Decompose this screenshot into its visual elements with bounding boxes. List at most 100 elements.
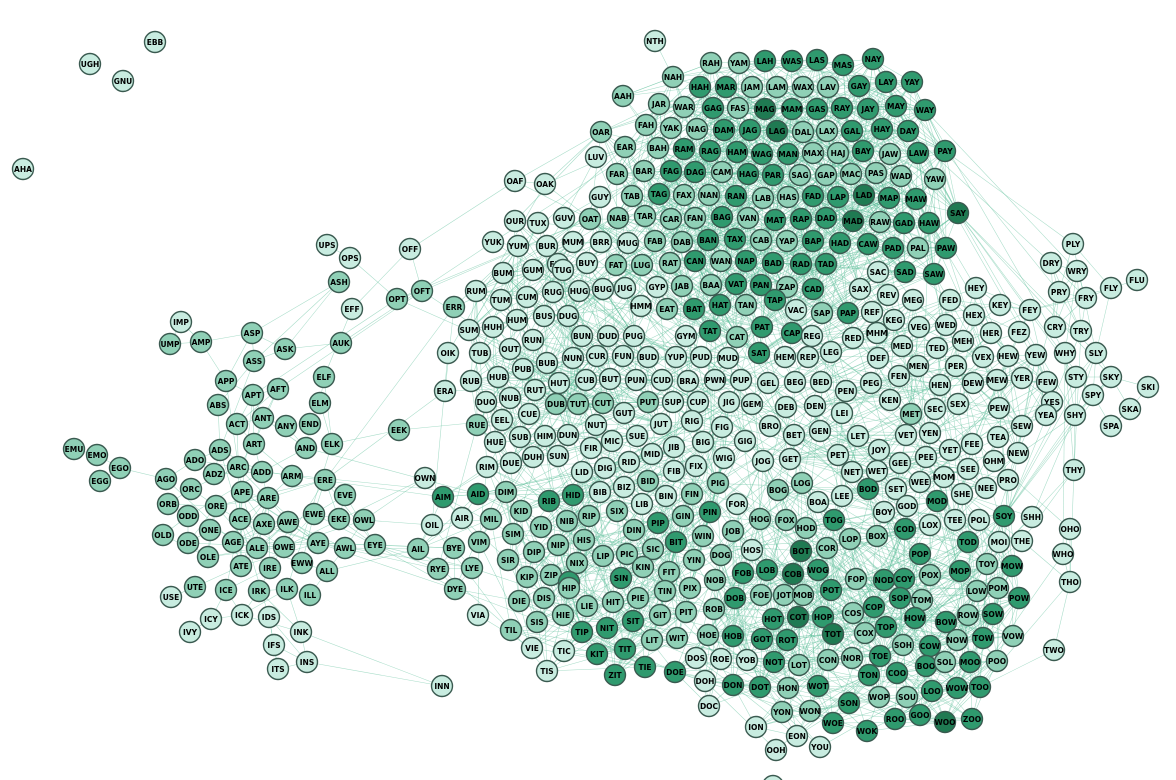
node-def[interactable]: DEF	[866, 346, 890, 370]
node-era[interactable]: ERA	[433, 379, 457, 403]
node-rue[interactable]: RUE	[465, 413, 489, 437]
node-ebb[interactable]: EBB	[143, 30, 167, 54]
node-ifs[interactable]: IFS	[262, 633, 286, 657]
node-reg[interactable]: REG	[800, 324, 824, 348]
node-sim[interactable]: SIM	[501, 522, 525, 546]
node-cut[interactable]: CUT	[591, 391, 615, 415]
node-hod[interactable]: HOD	[794, 516, 818, 540]
node-gem[interactable]: GEM	[740, 392, 764, 416]
node-lay[interactable]: LAY	[874, 70, 898, 94]
node-fin[interactable]: FIN	[680, 482, 704, 506]
node-opt[interactable]: OPT	[385, 287, 409, 311]
node-adz[interactable]: ADZ	[202, 462, 226, 486]
node-hat[interactable]: HAT	[708, 293, 732, 317]
node-duo[interactable]: DUO	[474, 390, 498, 414]
node-due[interactable]: DUE	[499, 451, 523, 475]
node-try[interactable]: TRY	[1069, 319, 1093, 343]
node-lip[interactable]: LIP	[591, 544, 615, 568]
node-off[interactable]: OFF	[398, 237, 422, 261]
node-win[interactable]: WIN	[691, 524, 715, 548]
node-ads[interactable]: ADS	[208, 438, 232, 462]
node-eel[interactable]: EEL	[490, 408, 514, 432]
node-ado[interactable]: ADO	[183, 448, 207, 472]
node-fez[interactable]: FEZ	[1007, 320, 1031, 344]
node-raw[interactable]: RAW	[868, 210, 892, 234]
node-eke[interactable]: EKE	[327, 507, 351, 531]
node-art[interactable]: ART	[242, 432, 266, 456]
node-pal[interactable]: PAL	[906, 236, 930, 260]
node-fig[interactable]: FIG	[710, 415, 734, 439]
node-odd[interactable]: ODD	[176, 504, 200, 528]
node-inn[interactable]: INN	[430, 674, 454, 698]
node-war[interactable]: WAR	[672, 95, 696, 119]
node-wax[interactable]: WAX	[791, 75, 815, 99]
node-dim[interactable]: DIM	[494, 480, 518, 504]
node-rev[interactable]: REV	[876, 283, 900, 307]
node-bub[interactable]: BUB	[535, 351, 559, 375]
node-yum[interactable]: YUM	[506, 234, 530, 258]
node-las[interactable]: LAS	[805, 48, 829, 72]
node-dig[interactable]: DIG	[593, 456, 617, 480]
node-orc[interactable]: ORC	[179, 477, 203, 501]
node-sub[interactable]: SUB	[508, 425, 532, 449]
node-tux[interactable]: TUX	[526, 211, 550, 235]
node-him[interactable]: HIM	[533, 424, 557, 448]
node-oil[interactable]: OIL	[420, 513, 444, 537]
node-dug[interactable]: DUG	[556, 304, 580, 328]
node-axe[interactable]: AXE	[252, 512, 276, 536]
node-ale[interactable]: ALE	[245, 536, 269, 560]
node-mat[interactable]: MAT	[763, 208, 787, 232]
node-put[interactable]: PUT	[636, 390, 660, 414]
node-eff[interactable]: EFF	[340, 297, 364, 321]
node-dag[interactable]: DAG	[683, 160, 707, 184]
node-orb[interactable]: ORB	[156, 492, 180, 516]
node-yuk[interactable]: YUK	[481, 230, 505, 254]
node-rim[interactable]: RIM	[475, 455, 499, 479]
node-boa[interactable]: BOA	[806, 490, 830, 514]
node-nay[interactable]: NAY	[861, 47, 885, 71]
node-ref[interactable]: REF	[860, 300, 884, 324]
node-mas[interactable]: MAS	[831, 53, 855, 77]
node-way[interactable]: WAY	[913, 98, 937, 122]
node-bay[interactable]: BAY	[851, 139, 875, 163]
node-rag[interactable]: RAG	[698, 139, 722, 163]
node-she[interactable]: SHE	[950, 482, 974, 506]
node-per[interactable]: PER	[944, 354, 968, 378]
node-sup[interactable]: SUP	[661, 390, 685, 414]
node-bye[interactable]: BYE	[442, 536, 466, 560]
node-ivy[interactable]: IVY	[178, 620, 202, 644]
node-tar[interactable]: TAR	[633, 204, 657, 228]
node-med[interactable]: MED	[890, 334, 914, 358]
node-dun[interactable]: DUN	[556, 423, 580, 447]
node-wed[interactable]: WED	[934, 313, 958, 337]
node-eww[interactable]: EWW	[290, 551, 314, 575]
node-lam[interactable]: LAM	[765, 75, 789, 99]
node-fry[interactable]: FRY	[1074, 286, 1098, 310]
node-tat[interactable]: TAT	[698, 319, 722, 343]
node-guv[interactable]: GUV	[552, 206, 576, 230]
node-fag[interactable]: FAG	[659, 159, 683, 183]
node-bed[interactable]: BED	[809, 370, 833, 394]
node-hog[interactable]: HOG	[748, 507, 772, 531]
node-bun[interactable]: BUN	[570, 324, 594, 348]
node-vat[interactable]: VAT	[724, 272, 748, 296]
node-bib[interactable]: BIB	[588, 480, 612, 504]
node-wig[interactable]: WIG	[712, 446, 736, 470]
node-huh[interactable]: HUH	[481, 315, 505, 339]
node-rug[interactable]: RUG	[541, 280, 565, 304]
node-oat[interactable]: OAT	[578, 207, 602, 231]
node-bra[interactable]: BRA	[676, 369, 700, 393]
node-beg[interactable]: BEG	[783, 370, 807, 394]
node-add[interactable]: ADD	[250, 460, 274, 484]
node-tag[interactable]: TAG	[647, 182, 671, 206]
node-dud[interactable]: DUD	[596, 324, 620, 348]
node-deb[interactable]: DEB	[774, 395, 798, 419]
node-mew[interactable]: MEW	[985, 368, 1009, 392]
node-hey[interactable]: HEY	[964, 276, 988, 300]
node-gay[interactable]: GAY	[847, 74, 871, 98]
node-fab[interactable]: FAB	[643, 229, 667, 253]
node-dew[interactable]: DEW	[961, 371, 985, 395]
node-see[interactable]: SEE	[956, 457, 980, 481]
node-may[interactable]: MAY	[884, 94, 908, 118]
node-wan[interactable]: WAN	[709, 249, 733, 273]
